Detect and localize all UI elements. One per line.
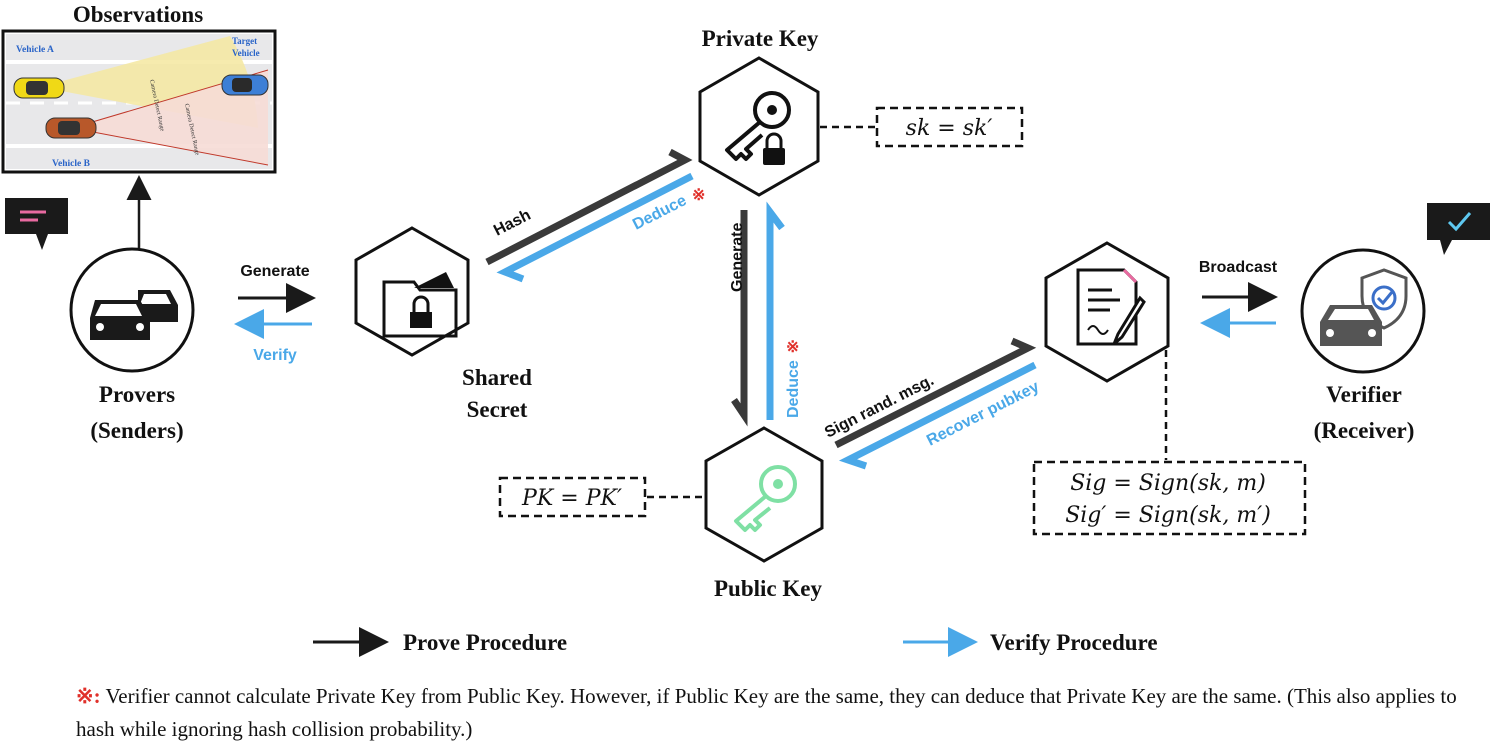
folder-lock-icon xyxy=(382,272,458,338)
vehicle-a-icon xyxy=(13,77,65,99)
verify-left-label: Verify xyxy=(253,347,297,364)
vehicle-b-icon xyxy=(45,117,97,139)
verifier-node xyxy=(1300,248,1426,374)
shared-secret-label-line2: Secret xyxy=(467,397,528,422)
sign-label: Sign rand. msg. xyxy=(822,372,937,442)
deduce-mid-arrow xyxy=(766,201,785,420)
pk-formula: PK = PK′ xyxy=(521,486,622,511)
recover-arrow xyxy=(838,361,1037,470)
deduce-hash-arrow xyxy=(496,172,694,283)
sign-arrow xyxy=(834,337,1037,449)
vehicle-a-label: Vehicle A xyxy=(16,45,54,55)
hash-label: Hash xyxy=(491,207,534,240)
verifier-label-line2: (Receiver) xyxy=(1314,418,1415,443)
hash-arrow xyxy=(485,148,693,266)
sk-formula: sk = sk′ xyxy=(906,116,993,141)
car-shield-icon xyxy=(1320,268,1408,346)
footnote-text: Verifier cannot calculate Private Key fr… xyxy=(76,684,1457,741)
key-lock-icon xyxy=(725,91,791,165)
sig-box xyxy=(1032,460,1307,536)
chat-bubble-icon xyxy=(5,198,68,250)
private-key-node xyxy=(698,56,820,197)
private-key-label: Private Key xyxy=(702,26,819,51)
observations-panel: Vehicle A Vehicle B Target Vehicle Camer… xyxy=(1,29,277,174)
generate-mid-arrow xyxy=(731,210,748,427)
target-label-line1: Target xyxy=(232,36,257,46)
shared-secret-node xyxy=(354,226,470,357)
generate-mid-label: Generate xyxy=(729,223,746,292)
sig-formula-1: Sig = Sign(sk, m) xyxy=(1070,471,1266,496)
provers-node xyxy=(69,247,195,373)
provers-label-line1: Provers xyxy=(99,382,175,407)
target-label-line2: Vehicle xyxy=(232,48,260,58)
observations-title: Observations xyxy=(73,2,203,27)
pk-box xyxy=(498,476,647,518)
check-bubble-icon xyxy=(1427,203,1490,255)
key-icon xyxy=(734,465,797,532)
deduce-hash-asterisk: ※ xyxy=(692,187,705,204)
target-vehicle-icon xyxy=(221,74,269,96)
verifier-label-line1: Verifier xyxy=(1326,382,1402,407)
cars-icon xyxy=(90,290,178,340)
sk-box xyxy=(875,106,1024,148)
vehicle-b-label: Vehicle B xyxy=(52,159,91,169)
generate-left-label: Generate xyxy=(240,263,309,280)
public-key-label: Public Key xyxy=(714,576,822,601)
shared-secret-label-line1: Shared xyxy=(462,365,532,390)
deduce-mid-asterisk: ※ xyxy=(786,339,799,356)
document-sign-icon xyxy=(1076,268,1146,346)
deduce-hash-label: Deduce xyxy=(630,192,689,233)
footnote: ※: Verifier cannot calculate Private Key… xyxy=(76,680,1476,746)
legend-prove-label: Prove Procedure xyxy=(403,630,567,655)
target-vehicle-label: Target Vehicle xyxy=(232,36,260,58)
signature-node xyxy=(1044,241,1170,383)
deduce-mid-label: Deduce xyxy=(785,360,802,418)
public-key-node xyxy=(704,426,824,563)
sig-formula-2: Sig′ = Sign(sk, m′) xyxy=(1065,503,1271,528)
footnote-mark: ※: xyxy=(76,684,101,708)
legend-verify-label: Verify Procedure xyxy=(990,630,1158,655)
broadcast-label: Broadcast xyxy=(1199,259,1278,276)
provers-label-line2: (Senders) xyxy=(90,418,183,443)
